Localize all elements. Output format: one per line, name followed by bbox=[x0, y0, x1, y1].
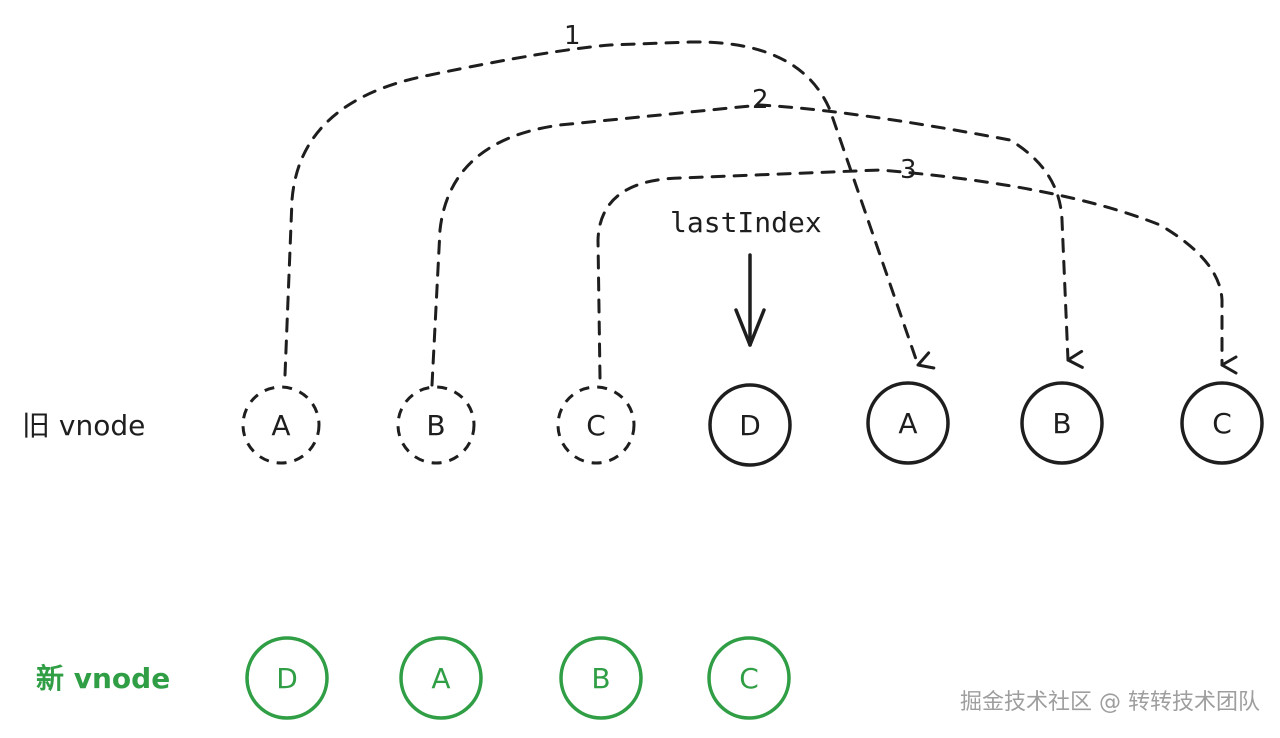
move-label-2: 2 bbox=[752, 85, 769, 115]
last-index-arrow-head bbox=[734, 308, 766, 347]
new-node-label: A bbox=[431, 662, 450, 695]
old-vnode-row-label: 旧 vnode bbox=[22, 409, 145, 442]
new-vnode-row: D A B C bbox=[245, 636, 791, 720]
old-node-label: C bbox=[586, 409, 606, 442]
old-node-label: C bbox=[1212, 407, 1232, 440]
old-node-d: D bbox=[708, 383, 792, 467]
old-node-b-moved: B bbox=[1020, 381, 1104, 465]
old-node-a-removed: A bbox=[241, 385, 321, 465]
old-node-label: D bbox=[739, 409, 761, 442]
watermark: 掘金技术社区 @ 转转技术团队 bbox=[960, 690, 1260, 715]
last-index-pointer: lastIndex bbox=[670, 206, 822, 347]
old-node-label: A bbox=[271, 409, 290, 442]
old-node-label: B bbox=[1052, 407, 1071, 440]
new-node-d: D bbox=[245, 636, 329, 720]
move-path-2 bbox=[430, 103, 1084, 387]
new-node-label: B bbox=[591, 662, 610, 695]
new-node-a: A bbox=[399, 636, 483, 720]
new-node-b: B bbox=[559, 636, 643, 720]
new-node-label: C bbox=[739, 662, 759, 695]
old-node-c-moved: C bbox=[1180, 381, 1264, 465]
old-node-label: A bbox=[898, 407, 917, 440]
old-node-b-removed: B bbox=[396, 385, 476, 465]
move-path-1 bbox=[283, 40, 936, 377]
new-node-c: C bbox=[707, 636, 791, 720]
move-arrows: 1 2 3 bbox=[283, 21, 1238, 387]
move-label-1: 1 bbox=[564, 21, 581, 51]
old-node-c-removed: C bbox=[556, 385, 636, 465]
new-vnode-row-label: 新 vnode bbox=[36, 662, 170, 695]
old-node-a-moved: A bbox=[866, 381, 950, 465]
old-vnode-row: A B C D A B C bbox=[241, 381, 1264, 467]
move-label-3: 3 bbox=[900, 155, 917, 185]
last-index-label: lastIndex bbox=[670, 206, 822, 239]
old-node-label: B bbox=[426, 409, 445, 442]
move-path-3 bbox=[596, 168, 1238, 380]
new-node-label: D bbox=[276, 662, 298, 695]
